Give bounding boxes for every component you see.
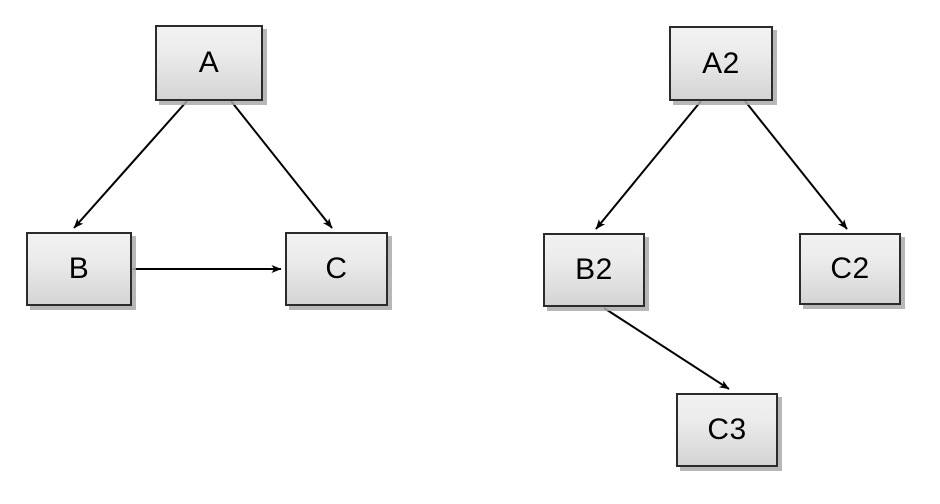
node-label-b2: B2: [575, 253, 613, 286]
node-c2[interactable]: C2: [799, 233, 901, 305]
node-label-c: C: [325, 252, 348, 285]
edge-a-to-c: [230, 100, 333, 229]
node-b2[interactable]: B2: [543, 233, 645, 307]
node-label-a2: A2: [702, 46, 740, 80]
node-c[interactable]: C: [285, 232, 388, 306]
node-label-c3: C3: [707, 413, 747, 446]
edge-a2-to-c2: [744, 100, 848, 230]
node-a2[interactable]: A2: [669, 26, 773, 101]
edge-a2-to-b2: [595, 100, 702, 230]
node-label-c2: C2: [830, 252, 870, 285]
edge-b2-to-c3: [603, 307, 730, 390]
edge-a-to-b: [73, 100, 188, 229]
node-label-b: B: [68, 252, 90, 285]
node-c3[interactable]: C3: [676, 393, 778, 467]
node-b[interactable]: B: [26, 232, 132, 306]
node-label-a: A: [198, 46, 220, 79]
node-a[interactable]: A: [155, 25, 263, 101]
